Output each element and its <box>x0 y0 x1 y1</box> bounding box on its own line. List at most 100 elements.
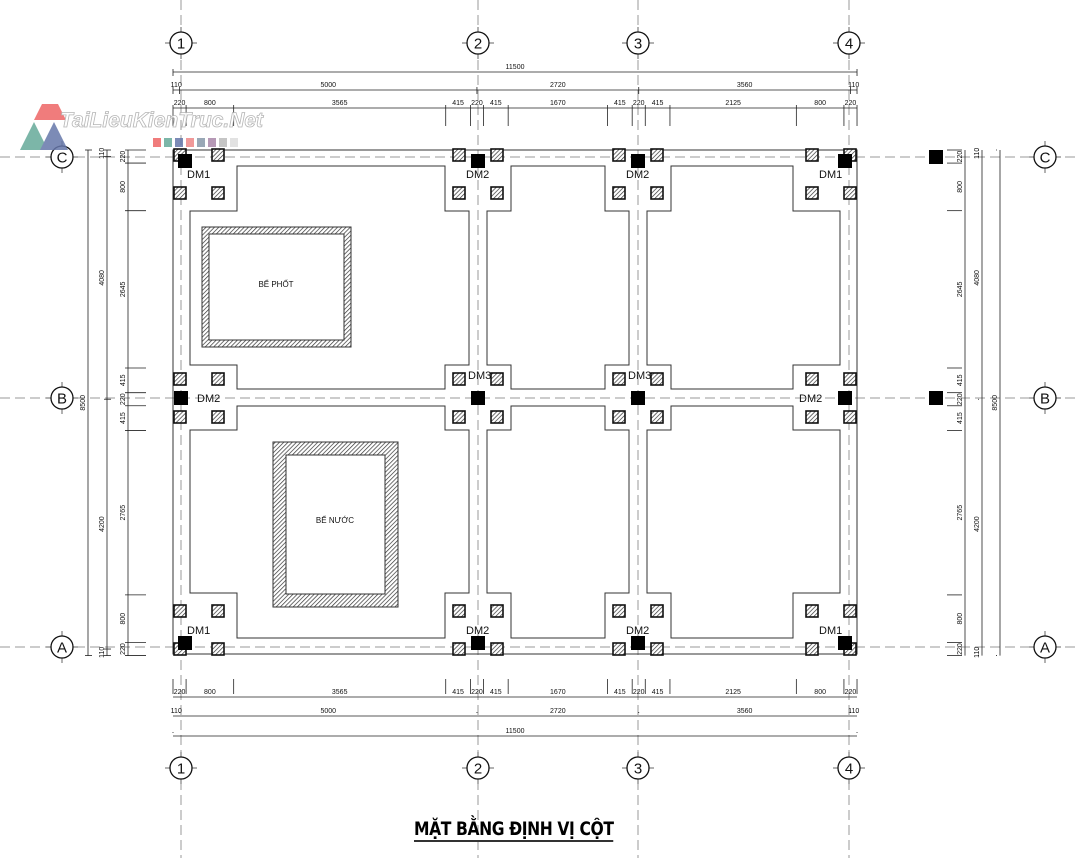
footing-pile <box>490 642 504 656</box>
dim-text: 800 <box>120 181 127 193</box>
water-tank-label: BỂ NƯỚC <box>316 516 354 525</box>
dim-text: 415 <box>452 689 464 696</box>
dim-text: 220 <box>633 689 645 696</box>
dim-text: 110 <box>99 148 106 159</box>
axis-bubble-left-B: B <box>46 382 78 414</box>
axis-bubble-label: 3 <box>634 36 642 53</box>
dim-text: 11500 <box>506 64 525 71</box>
footing-pile <box>805 186 819 200</box>
dim-text: 110 <box>974 148 981 159</box>
dim-text: 3565 <box>332 689 348 696</box>
axis-bubble-label: 1 <box>177 761 185 778</box>
dim-text: 110 <box>848 82 859 89</box>
footing-pile <box>173 186 187 200</box>
column-extra <box>929 150 943 164</box>
axis-bubble-label: 1 <box>177 36 185 53</box>
axis-bubble-circle <box>50 635 74 659</box>
tanks: BỂ PHỐT BỂ NƯỚC <box>201 226 399 608</box>
axis-bubble-label: 2 <box>474 36 482 53</box>
footing-pile <box>612 372 626 386</box>
column <box>471 154 485 168</box>
axis-bubble-label: C <box>57 150 68 167</box>
axis-bubble-label: B <box>57 391 67 408</box>
axis-bubble-label: 4 <box>845 36 853 53</box>
footing-pile <box>490 186 504 200</box>
dim-text: 415 <box>452 100 464 107</box>
footing-pile <box>211 186 225 200</box>
dim-text: 3565 <box>332 100 348 107</box>
dim-text: 415 <box>652 689 664 696</box>
septic-tank-interior <box>208 233 345 341</box>
dim-text: 220 <box>120 393 127 405</box>
dim-text: 1670 <box>550 100 566 107</box>
footing-pile <box>650 148 664 162</box>
beam-panel <box>646 405 841 639</box>
footing-pile <box>452 410 466 424</box>
watermark-swatch <box>153 138 161 147</box>
dim-text: 2765 <box>957 505 964 521</box>
column <box>631 636 645 650</box>
dim-text: 415 <box>614 100 626 107</box>
axis-bubble-circle <box>1033 635 1057 659</box>
axis-bubble-circle <box>169 31 193 55</box>
outer-beam-edge <box>172 149 858 655</box>
axis-bubble-label: B <box>1040 391 1050 408</box>
axis-bubble-circle <box>1033 386 1057 410</box>
dim-text: 110 <box>974 647 981 658</box>
dim-text: 415 <box>490 689 502 696</box>
watermark-swatch <box>186 138 194 147</box>
footing-label: DM2 <box>466 625 489 637</box>
dim-text: 220 <box>120 643 127 655</box>
axis-bubble-right-A: A <box>1029 631 1061 663</box>
footing-label: DM2 <box>626 169 649 181</box>
dim-text: 220 <box>174 689 186 696</box>
column <box>631 391 645 405</box>
footing-pile <box>452 604 466 618</box>
axis-bubble-circle <box>626 756 650 780</box>
dim-text: 2125 <box>725 689 741 696</box>
watermark-swatch <box>197 138 205 147</box>
dim-text: 4200 <box>99 516 106 532</box>
dim-text: 11500 <box>506 728 525 735</box>
dim-text: 800 <box>957 613 964 625</box>
axis-bubble-circle <box>1033 145 1057 169</box>
column <box>838 391 852 405</box>
water-tank-interior <box>285 454 386 595</box>
dim-text: 110 <box>171 82 182 89</box>
dim-text: 800 <box>814 100 826 107</box>
column-B3: DM3 <box>612 370 664 424</box>
column <box>471 636 485 650</box>
footing-pile <box>452 372 466 386</box>
septic-tank: BỂ PHỐT <box>201 226 352 348</box>
footing-label: DM1 <box>187 169 210 181</box>
watermark-text: TaiLieuKienTruc.Net <box>60 109 264 132</box>
column-extra <box>929 391 943 405</box>
footing-pile <box>805 148 819 162</box>
watermark-swatch <box>208 138 216 147</box>
axis-bubble-label: A <box>1040 640 1050 657</box>
footing-pile <box>650 410 664 424</box>
axis-bubble-circle <box>626 31 650 55</box>
footing-pile <box>843 186 857 200</box>
axis-bubble-top-2: 2 <box>462 27 494 59</box>
footing-pile <box>650 186 664 200</box>
axis-bubble-circle <box>837 756 861 780</box>
dim-text: 800 <box>120 613 127 625</box>
watermark-swatch <box>164 138 172 147</box>
footing-label: DM1 <box>819 625 842 637</box>
dim-text: 415 <box>957 412 964 424</box>
septic-tank-label: BỂ PHỐT <box>258 279 293 289</box>
footing-label: DM1 <box>819 169 842 181</box>
column-B4: DM2 <box>799 372 857 424</box>
column <box>471 391 485 405</box>
watermark: TaiLieuKienTruc.Net <box>20 104 264 150</box>
watermark-logo-shape <box>20 122 48 150</box>
dim-text: 4080 <box>974 270 981 286</box>
axis-bubble-top-1: 1 <box>165 27 197 59</box>
footing-pile <box>612 186 626 200</box>
dim-text: 220 <box>957 393 964 405</box>
axis-bubble-left-C: C <box>46 141 78 173</box>
